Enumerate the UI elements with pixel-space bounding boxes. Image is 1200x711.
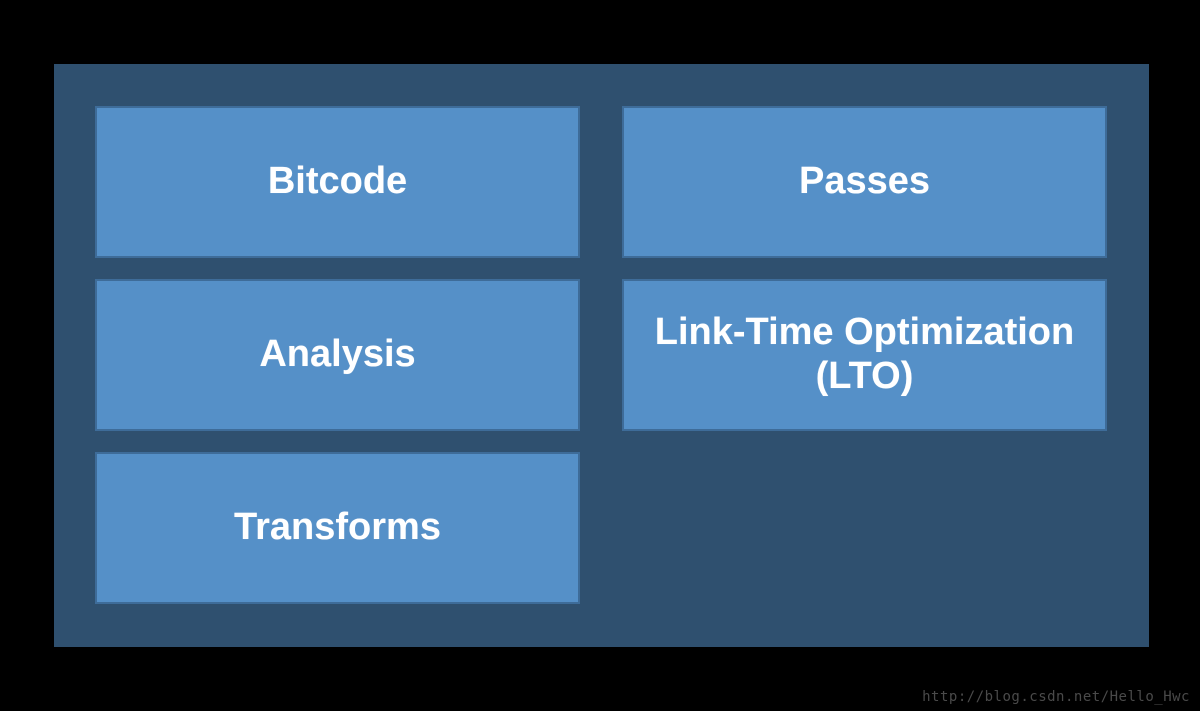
box-transforms-label: Transforms <box>234 506 441 549</box>
box-link-time-optimization: Link-Time Optimization (LTO) <box>622 279 1107 431</box>
box-bitcode-label: Bitcode <box>267 160 408 203</box>
box-transforms: Transforms <box>95 452 580 604</box>
diagram-panel: Bitcode Passes Analysis Link-Time Optimi… <box>54 64 1149 647</box>
box-passes: Passes <box>622 106 1107 258</box>
box-analysis-label: Analysis <box>259 333 416 376</box>
box-bitcode: Bitcode <box>95 106 580 258</box>
watermark-url: http://blog.csdn.net/Hello_Hwc <box>922 689 1190 705</box>
box-link-time-optimization-label: Link-Time Optimization (LTO) <box>654 311 1075 397</box>
box-passes-label: Passes <box>798 160 930 203</box>
box-analysis: Analysis <box>95 279 580 431</box>
